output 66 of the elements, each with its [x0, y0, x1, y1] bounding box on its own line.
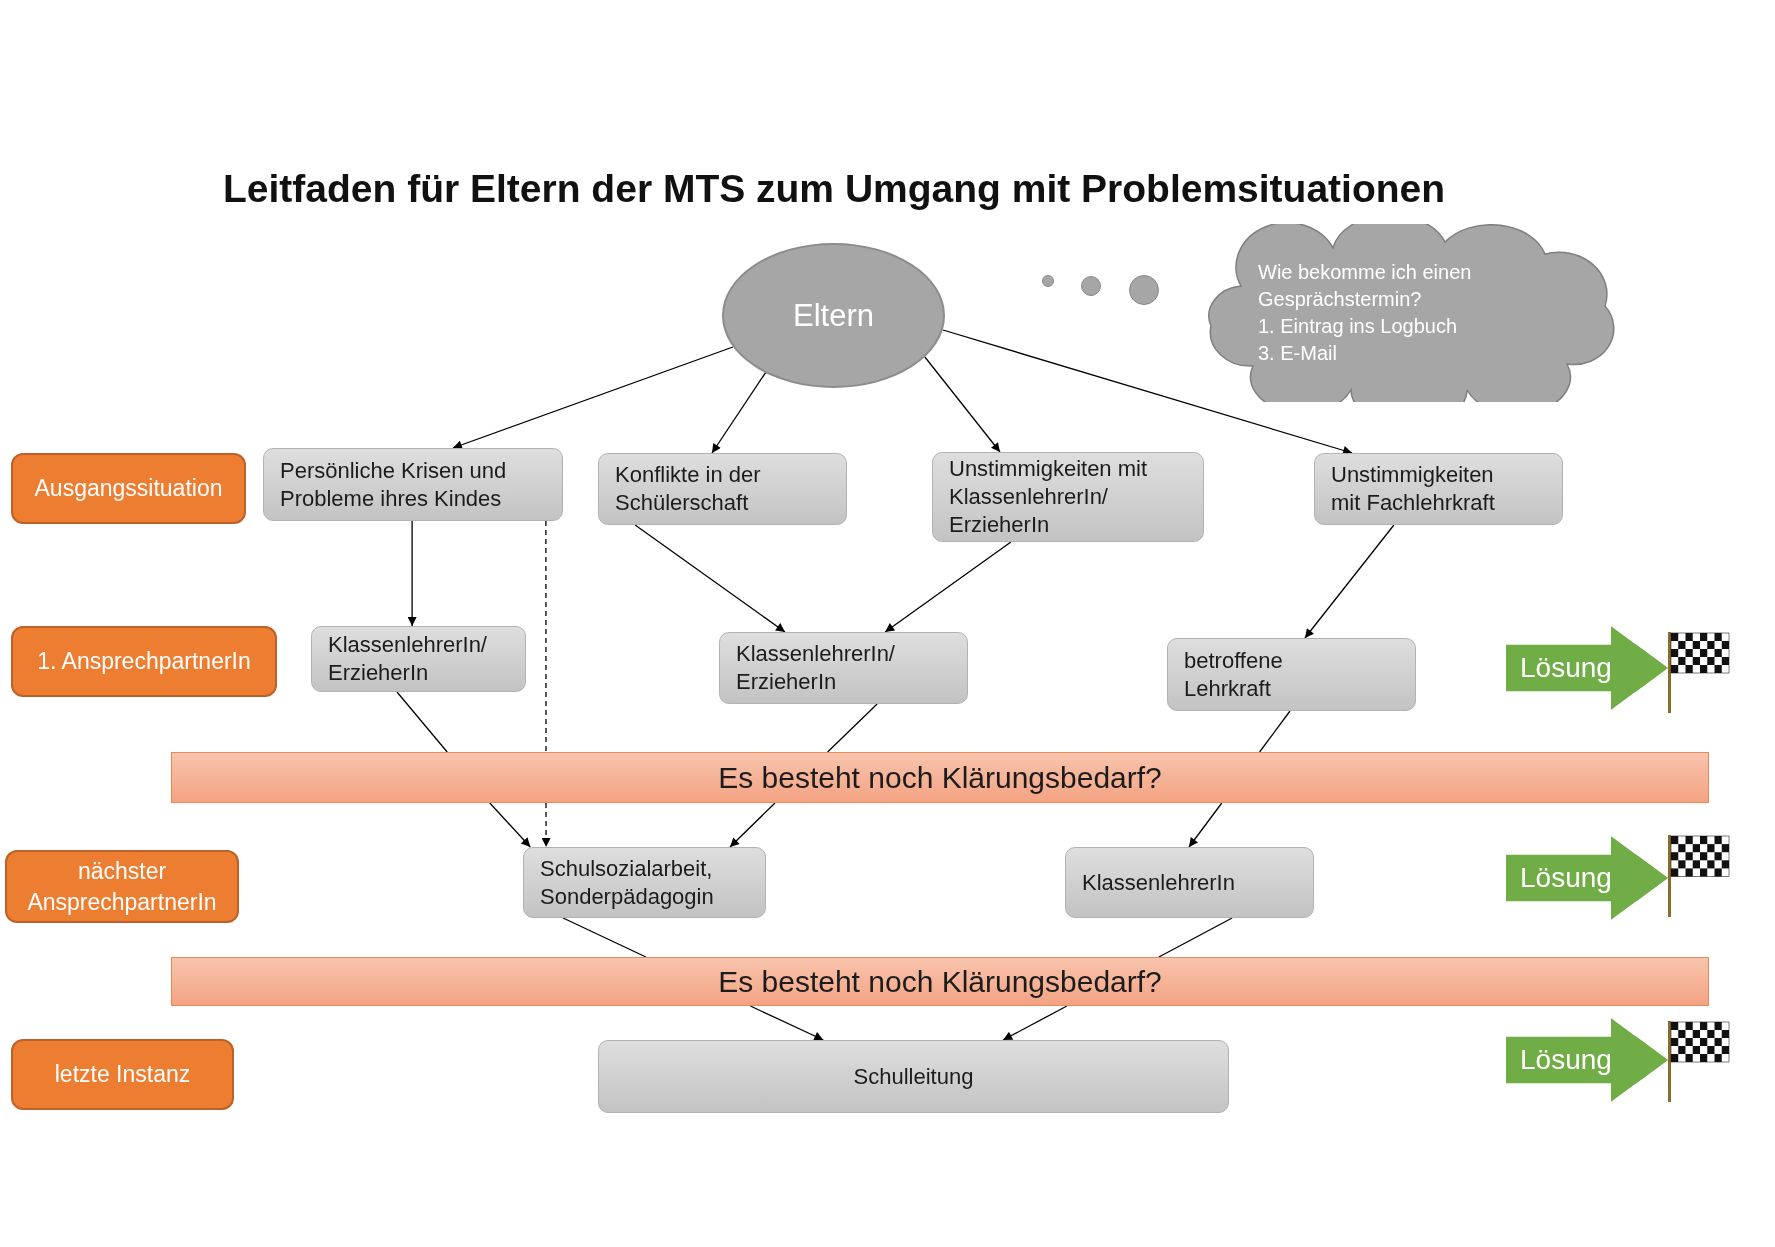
- ellipse-label: Eltern: [793, 297, 874, 334]
- banner-text: Es besteht noch Klärungsbedarf?: [718, 963, 1162, 1000]
- diagram-title: Leitfaden für Eltern der MTS zum Umgang mit Problemsituationen: [223, 166, 1446, 212]
- process-box: [1314, 453, 1563, 525]
- checkered-flag-icon: [1668, 835, 1731, 917]
- arrow: [942, 329, 1353, 455]
- question-banner: [171, 752, 1709, 803]
- arrow: [749, 1005, 824, 1041]
- connector-line: [826, 703, 878, 753]
- connector-line: [396, 691, 448, 753]
- block-arrow: [1506, 836, 1668, 920]
- box-text: Persönliche Krisen und Probleme ihres Kindes: [280, 456, 508, 513]
- stage-label: nächster AnsprechpartnerIn: [26, 856, 218, 917]
- arrow: [634, 524, 786, 633]
- edge-label: Lösung: [1520, 651, 1612, 684]
- stage-label: 1. AnsprechpartnerIn: [37, 647, 251, 676]
- process-box: [1065, 847, 1314, 918]
- question-banner: [171, 957, 1709, 1006]
- box-text: Unstimmigkeiten mit KlassenlehrerIn/ ErzieherIn: [949, 455, 1149, 539]
- arrow: [407, 520, 417, 627]
- checkered-flag-icon: [1668, 632, 1731, 713]
- process-box: [719, 632, 968, 704]
- stage-label: Ausgangssituation: [34, 474, 223, 503]
- box-text: Unstimmigkeiten mit Fachlehrkraft: [1331, 461, 1496, 517]
- arrow: [1002, 1005, 1068, 1041]
- process-box: [523, 847, 766, 918]
- box-text: KlassenlehrerIn: [1082, 868, 1235, 897]
- block-arrow: [1506, 626, 1668, 710]
- process-box: [1167, 638, 1416, 711]
- stage-label-box: [11, 626, 277, 697]
- stage-label-box: [5, 850, 239, 923]
- arrow: [1188, 802, 1223, 848]
- process-box: [598, 453, 847, 525]
- dashed-arrow: [541, 802, 551, 848]
- arrow: [884, 541, 1012, 633]
- arrow: [452, 346, 734, 450]
- banner-text: Es besteht noch Klärungsbedarf?: [718, 759, 1162, 796]
- process-box: [932, 452, 1204, 542]
- process-box: [311, 626, 526, 692]
- cloud-question: Wie bekomme ich einen Gesprächstermin?: [1258, 260, 1473, 312]
- arrow: [489, 802, 531, 848]
- cloud-list-item: 3. E-Mail: [1258, 341, 1337, 366]
- arrow: [924, 356, 1001, 453]
- box-text: betroffene Lehrkraft: [1184, 646, 1284, 703]
- block-arrow: [1506, 1018, 1668, 1102]
- arrow: [1304, 524, 1395, 639]
- checkered-flag-icon: [1668, 1021, 1731, 1102]
- arrow: [729, 802, 776, 848]
- box-text: Schulsozialarbeit, Sonderpädagogin: [540, 854, 715, 911]
- box-text: KlassenlehrerIn/ ErzieherIn: [328, 631, 488, 687]
- box-text: KlassenlehrerIn/ ErzieherIn: [736, 640, 896, 696]
- box-text: Konflikte in der Schülerschaft: [615, 461, 762, 517]
- stage-label-box: [11, 1039, 234, 1110]
- edge-label: Lösung: [1520, 861, 1612, 894]
- process-box: [263, 448, 563, 521]
- box-text: Schulleitung: [853, 1062, 974, 1091]
- connector-line: [562, 917, 647, 958]
- connector-line: [1258, 710, 1291, 753]
- process-box: [598, 1040, 1229, 1113]
- dashed-line: [545, 520, 547, 753]
- cloud-list-item: 1. Eintrag ins Logbuch: [1258, 314, 1458, 339]
- stage-label-box: [11, 453, 246, 524]
- arrow: [711, 371, 767, 454]
- connector-line: [1158, 917, 1233, 958]
- stage-label: letzte Instanz: [54, 1060, 191, 1089]
- edge-label: Lösung: [1520, 1043, 1612, 1076]
